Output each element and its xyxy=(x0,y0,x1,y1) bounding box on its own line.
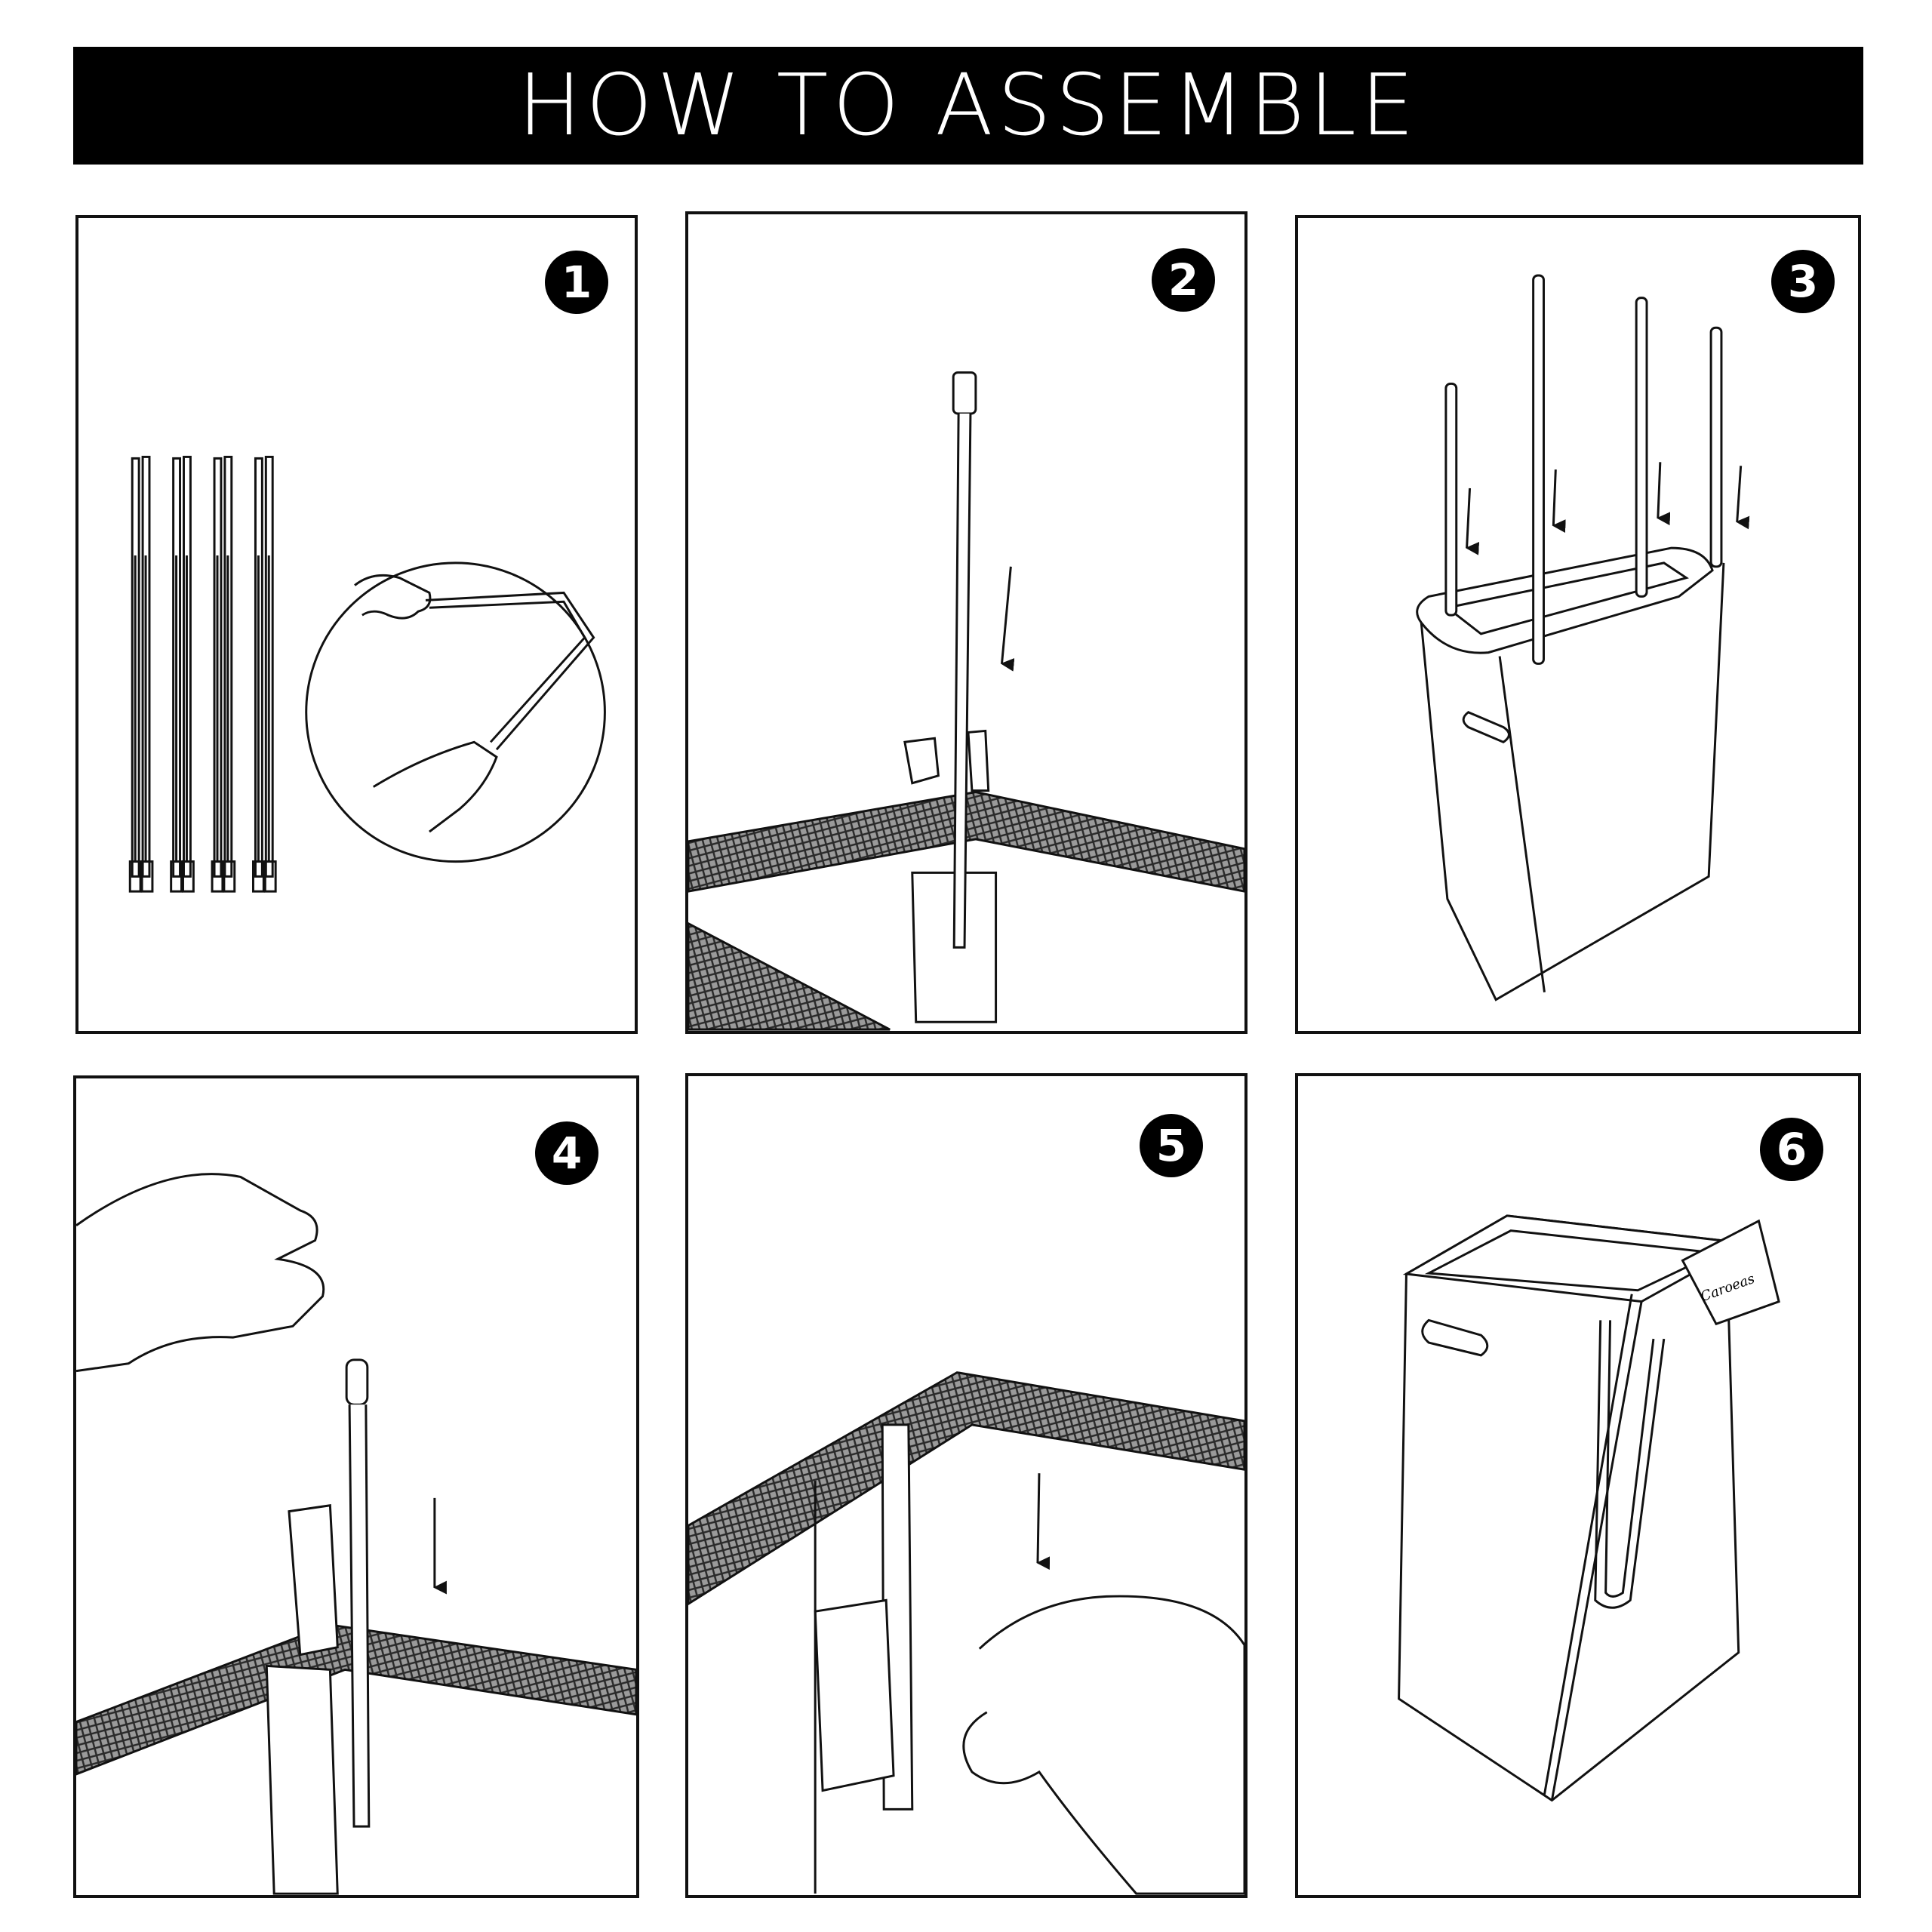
pole xyxy=(1444,382,1458,617)
mesh-band xyxy=(688,921,891,1031)
step-6-illustration xyxy=(1398,1214,1780,1802)
basket-body xyxy=(1398,1214,1748,1802)
step-4-panel: 4 xyxy=(73,1075,639,1898)
detail-circle xyxy=(305,561,606,863)
hand-top xyxy=(354,574,432,620)
folded-pole xyxy=(425,591,595,751)
step-1-illustration xyxy=(128,455,606,893)
arrow-down xyxy=(1552,469,1566,533)
pole xyxy=(952,413,972,949)
handle xyxy=(1462,711,1510,743)
step-3-illustration xyxy=(1416,274,1750,1001)
pole-bundle xyxy=(128,455,154,893)
pole-tip xyxy=(345,1358,369,1406)
strap xyxy=(1594,1320,1666,1609)
step-6-panel: Caroeas 6 xyxy=(1295,1073,1861,1898)
hand xyxy=(76,1173,325,1373)
handle xyxy=(1421,1318,1489,1357)
step-badge: 4 xyxy=(535,1121,598,1185)
hand-bottom xyxy=(372,740,498,833)
pole-tip xyxy=(952,371,977,415)
arrow-down xyxy=(1657,462,1671,526)
pole-bundle xyxy=(252,455,277,893)
pole-bundle xyxy=(170,455,195,893)
step-badge: 6 xyxy=(1760,1118,1823,1181)
arrow-down xyxy=(1000,566,1015,672)
page-title: HOW TO ASSEMBLE xyxy=(518,57,1419,155)
step-badge: 5 xyxy=(1140,1114,1203,1177)
step-badge: 2 xyxy=(1152,248,1215,312)
arrow-down xyxy=(1735,466,1750,530)
hand xyxy=(962,1595,1244,1895)
fabric-sleeve xyxy=(903,737,940,785)
pole xyxy=(348,1404,371,1828)
step-badge: 1 xyxy=(545,251,608,314)
step-4-illustration xyxy=(76,1173,636,1895)
step-2-illustration xyxy=(688,371,1244,1031)
step-3-panel: 3 xyxy=(1295,215,1861,1034)
pole xyxy=(1709,326,1723,568)
pole xyxy=(1635,297,1648,598)
pole xyxy=(1532,274,1545,665)
step-5-illustration xyxy=(688,1371,1244,1895)
arrow-down xyxy=(1036,1473,1051,1571)
step-5-panel: 5 xyxy=(685,1073,1247,1898)
step-2-panel: 2 xyxy=(685,211,1247,1034)
arrow-down xyxy=(1465,488,1480,555)
step-badge: 3 xyxy=(1771,250,1835,313)
mesh-band xyxy=(688,1371,1244,1606)
step-1-panel: 1 xyxy=(75,215,638,1034)
basket-body xyxy=(1420,562,1725,1001)
title-banner: HOW TO ASSEMBLE xyxy=(73,47,1863,165)
pole-bundle xyxy=(211,455,236,893)
fabric-sleeve xyxy=(288,1504,339,1657)
brand-tag xyxy=(1681,1219,1780,1326)
